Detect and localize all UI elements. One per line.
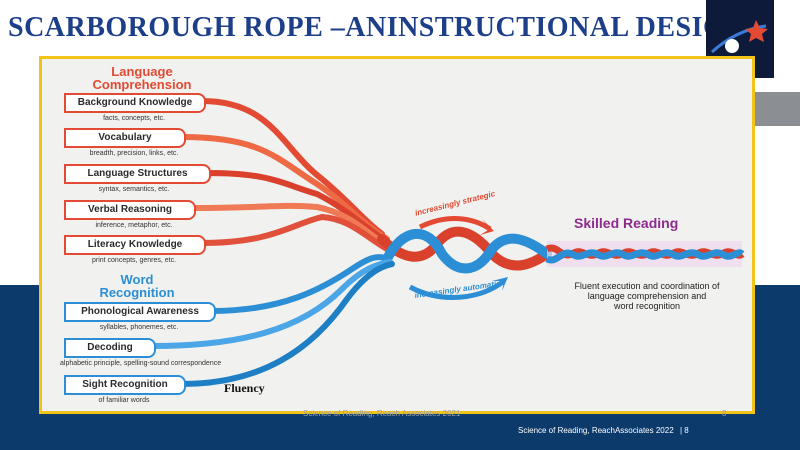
strand-sub-background-knowledge: facts, concepts, etc. <box>103 115 165 122</box>
strand-sub-sight-recognition: of familiar words <box>98 397 150 404</box>
strand-verbal-reasoning: Verbal Reasoning <box>64 200 196 220</box>
skilled-reading-rope <box>545 241 745 267</box>
rope-diagram: Language Comprehension Background Knowle… <box>39 56 755 414</box>
inner-footer-text: Science of Reading, Reach Associates 202… <box>303 409 461 418</box>
language-strands <box>179 98 397 256</box>
strand-sub-decoding: alphabetic principle, spelling-sound cor… <box>60 360 222 367</box>
automatic-arrowhead <box>492 277 508 291</box>
language-comprehension-heading: Language Comprehension <box>92 64 192 92</box>
footer-page-number: | 8 <box>680 426 689 435</box>
automatic-arrow <box>408 279 506 300</box>
strand-sub-language-structures: syntax, semantics, etc. <box>98 186 170 193</box>
rope-illustration <box>149 98 745 387</box>
gray-accent-band <box>755 92 800 126</box>
strand-phonological-awareness: Phonological Awareness <box>64 302 216 322</box>
strand-literacy-knowledge: Literacy Knowledge <box>64 235 206 255</box>
strand-sub-verbal-reasoning: inference, metaphor, etc. <box>95 222 173 229</box>
skilled-reading-heading: Skilled Reading <box>574 215 679 231</box>
twisted-section <box>377 226 552 274</box>
slide-title: SCARBOROUGH ROPE –ANINSTRUCTIONAL DESIGN <box>8 12 728 43</box>
strategic-arrowhead <box>480 219 494 235</box>
strand-background-knowledge: Background Knowledge <box>64 93 206 113</box>
inner-page-number: 8 <box>722 409 727 418</box>
strand-sub-literacy-knowledge: print concepts, genres, etc. <box>91 257 177 264</box>
skilled-reading-description: Fluent execution and coordination of lan… <box>574 281 720 311</box>
strand-sub-vocabulary: breadth, precision, links, etc. <box>89 150 179 157</box>
strand-vocabulary: Vocabulary <box>64 128 186 148</box>
strand-language-structures: Language Structures <box>64 164 211 184</box>
word-recognition-heading: Word Recognition <box>99 272 175 300</box>
word-strands <box>149 254 395 387</box>
footer-credit: Science of Reading, ReachAssociates 2022 <box>518 426 674 435</box>
strand-decoding: Decoding <box>64 338 156 358</box>
strand-sub-phonological-awareness: syllables, phonemes, etc. <box>99 324 179 331</box>
strategic-arrow <box>418 216 492 232</box>
fluency-label: Fluency <box>224 381 265 395</box>
strand-sight-recognition: Sight Recognition <box>64 375 186 395</box>
